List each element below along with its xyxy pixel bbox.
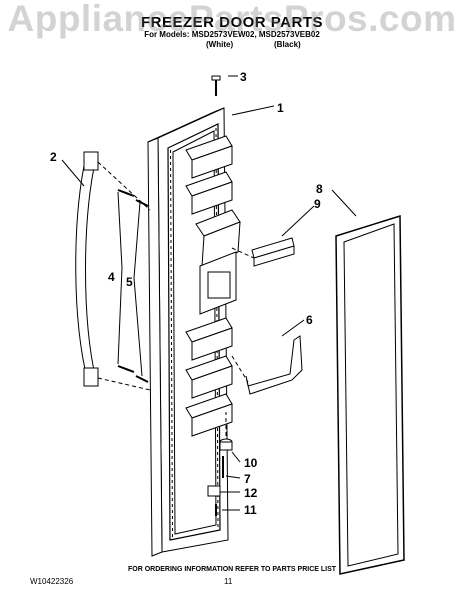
model-numbers: For Models: MSD2573VEW02, MSD2573VEB02 xyxy=(144,30,320,39)
color-black-label: (Black) xyxy=(274,40,301,49)
callout-11: 11 xyxy=(244,503,257,517)
ice-chute-housing xyxy=(195,209,241,315)
document-number: W10422326 xyxy=(30,577,74,586)
shelf-bracket xyxy=(245,335,303,395)
door-handle xyxy=(75,151,99,387)
callout-8: 8 xyxy=(316,182,323,196)
callout-12: 12 xyxy=(244,486,258,500)
callout-5: 5 xyxy=(126,275,133,289)
page-number: 11 xyxy=(224,577,233,586)
door-gasket xyxy=(335,214,405,575)
hinge-bushing-10 xyxy=(219,438,233,451)
callout-4: 4 xyxy=(108,270,115,284)
callout-2: 2 xyxy=(50,150,57,164)
screw-3 xyxy=(211,75,221,96)
color-white-label: (White) xyxy=(206,40,234,49)
site-watermark: AppliancePartsPros.com xyxy=(7,0,457,39)
door-shelves xyxy=(185,135,233,437)
callout-7: 7 xyxy=(244,472,251,486)
callout-9: 9 xyxy=(314,197,321,211)
ordering-note: FOR ORDERING INFORMATION REFER TO PARTS … xyxy=(127,566,337,573)
callout-1: 1 xyxy=(277,101,284,115)
callout-6: 6 xyxy=(306,313,313,327)
page-title: FREEZER DOOR PARTS xyxy=(140,14,324,31)
leader-lines xyxy=(61,75,357,511)
handle-screws xyxy=(117,189,149,383)
hinge-block-12 xyxy=(207,485,221,497)
callout-10: 10 xyxy=(244,456,258,470)
alignment-lines xyxy=(97,161,255,436)
dispenser-trim xyxy=(251,237,295,267)
callout-3: 3 xyxy=(240,70,247,84)
